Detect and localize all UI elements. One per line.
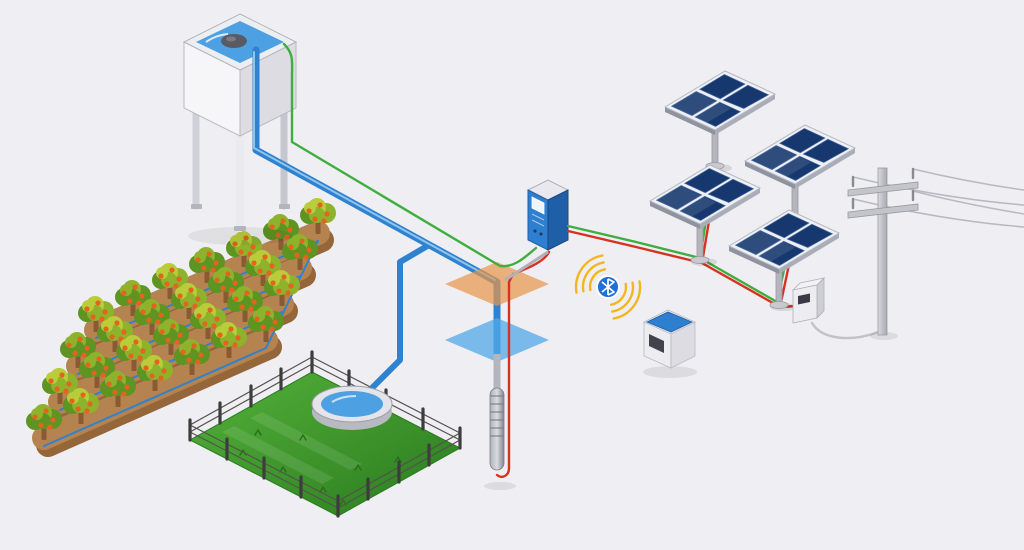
insulators: [851, 167, 915, 210]
pv-cable-red: [566, 229, 704, 265]
pump-controller: [282, 42, 570, 282]
monitor-screen: [646, 311, 693, 333]
pole: [877, 167, 888, 336]
tank-legs: [191, 104, 290, 232]
crossarm: [847, 181, 919, 197]
mow-stripe: [250, 412, 362, 470]
controller-button: [533, 229, 537, 233]
water-sparkle: [205, 33, 229, 43]
borehole-ground-marker: [445, 262, 549, 306]
trough-water: [321, 391, 383, 417]
meter-side: [816, 277, 825, 319]
utility-pole: [847, 167, 1024, 340]
pump-ribs: [490, 395, 504, 437]
monitoring-unit: [643, 309, 697, 378]
irrigation-lines: [43, 240, 319, 447]
fence: [188, 350, 462, 518]
level-sensor-cable: [282, 42, 538, 268]
controller-display: [531, 196, 545, 215]
pipe-highlight: [253, 51, 496, 281]
bluetooth-glyph: [601, 278, 615, 296]
grid-cable: [810, 321, 880, 340]
controller-side: [547, 189, 569, 251]
monitor-side: [670, 321, 696, 369]
controller-front: [527, 189, 549, 251]
water-trough: [311, 385, 393, 430]
fence-posts: [188, 350, 462, 518]
crossarm: [847, 203, 919, 219]
meter-front: [792, 284, 818, 324]
submersible-pump: [489, 387, 505, 471]
grid-meter: [791, 277, 826, 324]
monitor-shadow: [643, 366, 697, 378]
monitor-vent: [649, 334, 664, 353]
orchard: [26, 198, 336, 457]
pole-shadow: [870, 332, 898, 340]
wireless-signal-left: [574, 254, 607, 294]
pump-power-cable: [495, 250, 551, 478]
pasture-field: [188, 350, 462, 518]
wireless-link: [574, 254, 642, 320]
water-table-marker: [445, 318, 549, 362]
trough-sparkle: [331, 395, 357, 403]
tank-shadow: [188, 227, 292, 245]
controller-label-lines: [531, 213, 545, 227]
grass-tufts: [239, 429, 402, 506]
meter-window: [798, 293, 810, 305]
borehole: [445, 250, 551, 490]
mow-stripe: [222, 426, 334, 484]
tank-float-highlight: [226, 36, 236, 42]
controller-mount: [504, 250, 549, 282]
pump-shadow: [484, 482, 516, 490]
power-lines: [852, 168, 1024, 228]
controller-button: [539, 232, 543, 236]
wireless-signal-right: [609, 280, 642, 320]
pv-cable-green: [566, 224, 702, 260]
